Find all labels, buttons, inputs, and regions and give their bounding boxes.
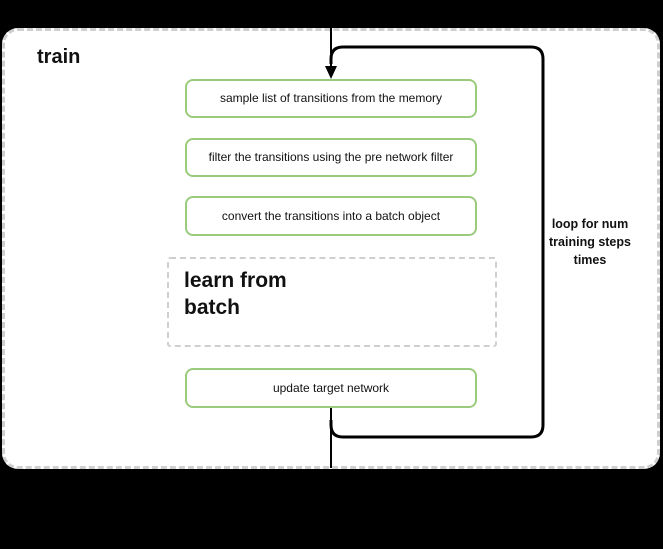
loop-annotation-line: training steps bbox=[549, 235, 631, 250]
subprocess-label-line: batch bbox=[184, 296, 241, 320]
loop-annotation-line: loop for num bbox=[551, 217, 629, 231]
loop-annotation-line: times bbox=[573, 253, 607, 268]
loop-frame bbox=[329, 45, 545, 439]
step-label: update target network bbox=[272, 380, 390, 395]
loop-annotation: loop for num training steps times bbox=[541, 215, 639, 269]
step-box-sample-transitions: sample list of transitions from the memo… bbox=[185, 79, 477, 118]
step-label: filter the transitions using the pre net… bbox=[208, 150, 454, 165]
step-box-filter-transitions: filter the transitions using the pre net… bbox=[185, 138, 477, 177]
step-box-update-target-network: update target network bbox=[185, 368, 477, 408]
subprocess-box-learn-from-batch: learn from batch bbox=[167, 257, 497, 347]
subprocess-label-line: learn from bbox=[184, 269, 287, 292]
step-label: sample list of transitions from the memo… bbox=[219, 91, 443, 106]
step-label: convert the transitions into a batch obj… bbox=[221, 208, 441, 223]
flow-arrowhead-icon bbox=[325, 66, 337, 79]
step-box-convert-batch: convert the transitions into a batch obj… bbox=[185, 196, 477, 236]
train-frame-title: train bbox=[37, 46, 81, 68]
